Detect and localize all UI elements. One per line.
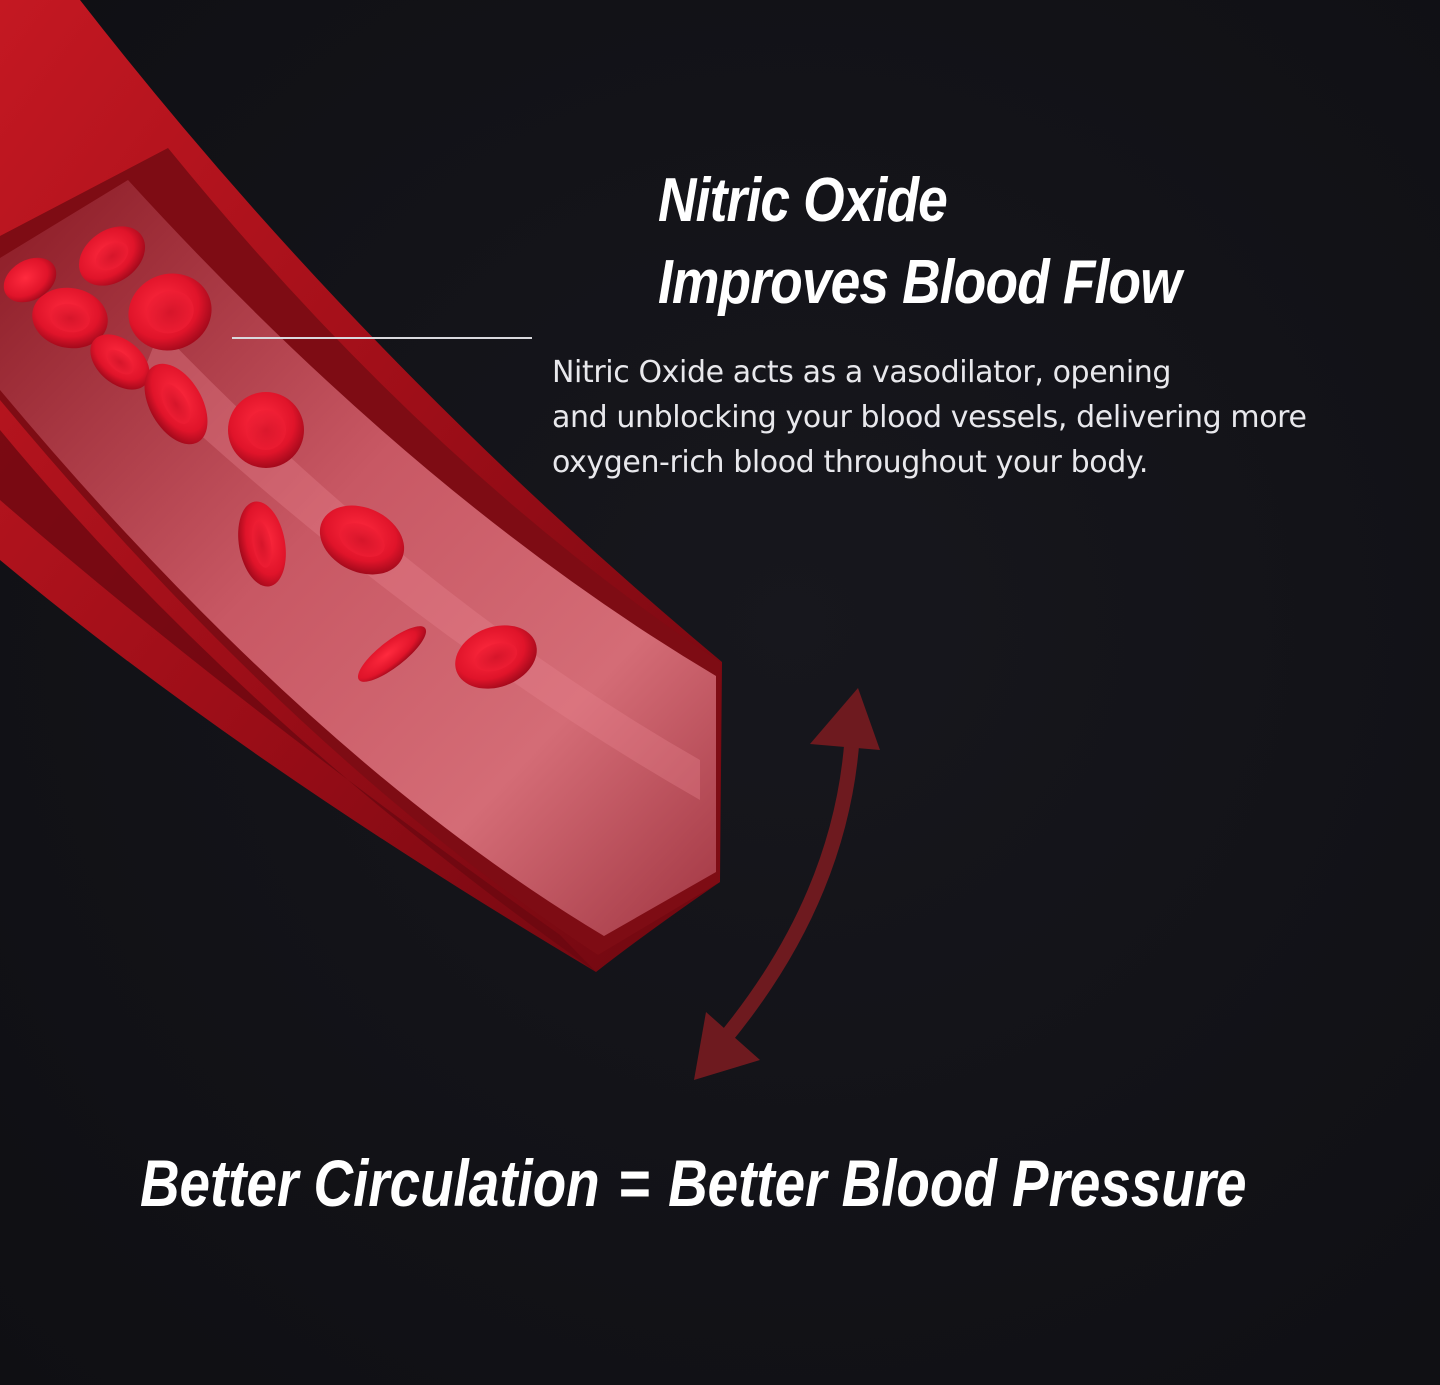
vessel-lumen-highlight bbox=[140, 330, 700, 800]
tagline-equals: = bbox=[617, 1146, 650, 1220]
tagline-right: Better Blood Pressure bbox=[668, 1146, 1247, 1220]
connector-line bbox=[232, 337, 532, 339]
headline: Nitric Oxide Improves Blood Flow bbox=[658, 160, 1182, 324]
headline-line-2: Improves Blood Flow bbox=[658, 248, 1182, 317]
description-line-2: and unblocking your blood vessels, deliv… bbox=[552, 400, 1307, 435]
description-paragraph: Nitric Oxide acts as a vasodilator, open… bbox=[552, 350, 1432, 485]
description-line-3: oxygen-rich blood throughout your body. bbox=[552, 445, 1149, 480]
headline-line-1: Nitric Oxide bbox=[658, 166, 948, 235]
tagline-left: Better Circulation bbox=[140, 1146, 600, 1220]
blood-cell-group bbox=[3, 226, 537, 689]
double-arrow-icon bbox=[694, 688, 880, 1080]
tagline: Better Circulation=Better Blood Pressure bbox=[140, 1138, 1247, 1228]
description-line-1: Nitric Oxide acts as a vasodilator, open… bbox=[552, 355, 1172, 390]
